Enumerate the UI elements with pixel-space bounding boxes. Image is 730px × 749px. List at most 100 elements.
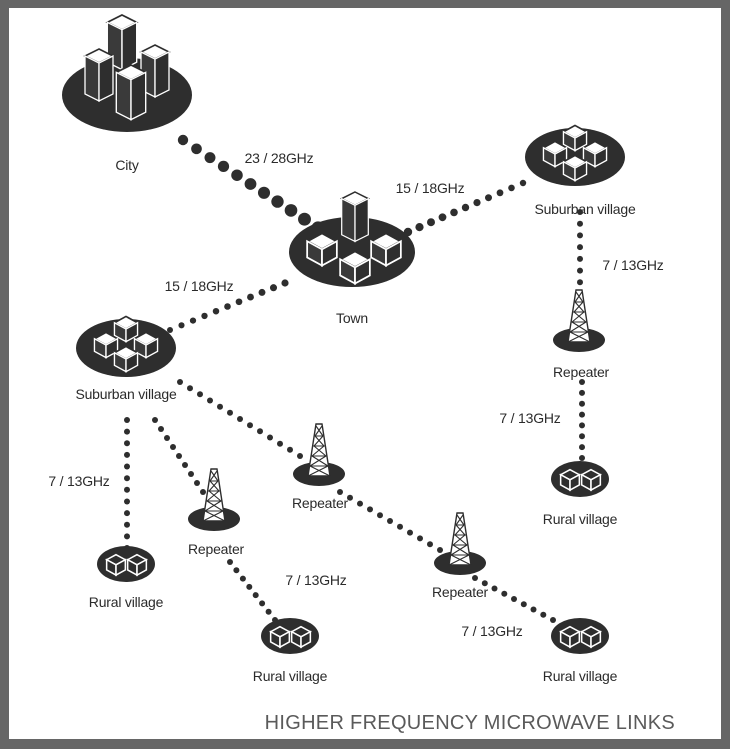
link-dot	[415, 223, 424, 232]
link-dot	[520, 601, 527, 608]
link-dot	[397, 523, 403, 530]
rural-village-bottom-middle-label: Rural village	[253, 668, 328, 684]
link-dot	[472, 575, 478, 581]
link-dot	[579, 400, 585, 407]
link-dot	[417, 535, 423, 542]
link-dot	[485, 194, 492, 202]
rural-village-left-icon	[96, 545, 156, 583]
link-dot	[164, 435, 170, 441]
link-label-suburban-right-repeater: 7 / 13GHz	[602, 257, 663, 273]
link-suburban-left-repeater-left	[152, 417, 206, 495]
diagram-title: HIGHER FREQUENCY MICROWAVE LINKS	[264, 712, 675, 734]
microwave-links	[124, 134, 585, 623]
link-dot	[124, 510, 130, 517]
link-dot	[212, 307, 220, 315]
repeater-far-label: Repeater	[432, 584, 489, 600]
link-label-town-suburban-left: 15 / 18GHz	[165, 278, 234, 294]
link-dot	[207, 397, 213, 404]
link-dot	[124, 428, 130, 435]
link-dot	[265, 608, 272, 615]
link-dot	[337, 489, 343, 495]
link-dot	[287, 446, 293, 453]
repeater-left-label: Repeater	[188, 541, 245, 557]
link-dot	[124, 417, 130, 423]
link-suburban-left-repeater-middle	[177, 379, 303, 459]
link-dot	[204, 152, 216, 164]
link-dot	[579, 422, 585, 429]
link-dot	[224, 303, 231, 310]
link-dot	[577, 220, 583, 227]
link-dot	[246, 583, 253, 590]
link-dot	[579, 444, 585, 451]
link-dot	[530, 606, 537, 613]
link-dot	[258, 288, 266, 296]
link-dot	[450, 208, 458, 217]
rural-village-bottom-middle-icon	[260, 617, 320, 655]
link-dot	[257, 186, 271, 199]
repeater-far-icon	[433, 512, 487, 576]
city-label: City	[115, 157, 139, 173]
link-dot	[269, 284, 278, 292]
repeater-right-label: Repeater	[553, 364, 610, 380]
link-dot	[182, 462, 188, 468]
link-dot	[257, 428, 263, 435]
link-dot	[367, 506, 373, 513]
suburban-village-right-node	[525, 124, 625, 186]
link-dot	[188, 471, 194, 477]
link-suburban-right-repeater	[577, 209, 583, 297]
rural-village-right-icon	[550, 460, 610, 498]
town-label: Town	[336, 310, 368, 326]
link-dot	[550, 617, 556, 623]
link-dot	[297, 453, 303, 459]
link-dot	[259, 600, 266, 607]
link-dot	[577, 267, 583, 274]
link-dot	[189, 317, 197, 324]
link-dot	[124, 521, 130, 528]
link-dot	[227, 559, 233, 565]
link-dot	[577, 209, 583, 215]
suburban-village-left-node	[76, 315, 176, 377]
link-dot	[244, 178, 257, 190]
link-dot	[124, 451, 130, 458]
link-dot	[187, 385, 193, 392]
link-dot	[281, 279, 289, 287]
link-label-repeater-left-rural: 7 / 13GHz	[285, 572, 346, 588]
link-dot	[577, 244, 583, 251]
link-repeater-right-rural	[579, 379, 585, 461]
link-dot	[227, 409, 233, 416]
link-dot	[481, 580, 488, 587]
link-dot	[247, 422, 253, 429]
link-dot	[577, 232, 583, 239]
repeater-left-icon	[187, 468, 241, 532]
link-dot	[124, 486, 130, 493]
link-label-suburban-left-rural: 7 / 13GHz	[48, 473, 109, 489]
suburban-village-left-label: Suburban village	[75, 386, 177, 402]
link-dot	[427, 541, 433, 548]
link-dot	[177, 134, 189, 146]
suburban-village-right-label: Suburban village	[534, 201, 636, 217]
rural-village-bottom-right-icon	[550, 617, 610, 655]
link-dot	[200, 489, 206, 495]
link-dot	[277, 440, 283, 447]
link-dot	[191, 143, 202, 155]
link-town-suburban-right	[403, 179, 527, 237]
link-repeater-far-rural	[472, 575, 556, 623]
link-dot	[124, 463, 130, 470]
link-dot	[239, 575, 246, 582]
link-dot	[511, 596, 517, 602]
link-dot	[508, 184, 515, 192]
link-dot	[347, 494, 353, 501]
link-dot	[284, 204, 298, 217]
link-dot	[377, 512, 383, 519]
link-dot	[197, 391, 203, 398]
city-node	[62, 14, 192, 132]
link-repeater-middle-repeater-far	[337, 489, 443, 553]
link-repeater-left-rural	[227, 559, 278, 623]
link-dot	[540, 611, 547, 618]
link-dot	[501, 590, 508, 597]
link-label-repeater-right-rural: 7 / 13GHz	[499, 410, 560, 426]
link-dot	[124, 533, 130, 540]
repeater-middle-label: Repeater	[292, 495, 349, 511]
link-dot	[217, 403, 223, 410]
